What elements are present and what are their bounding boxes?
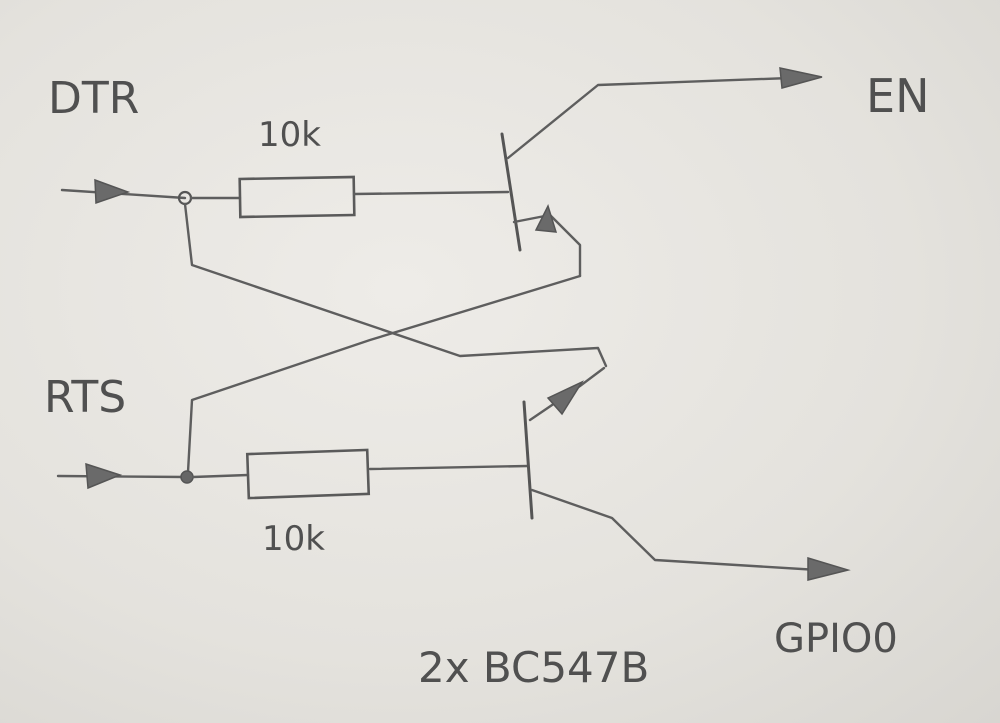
bottom-transistor-base-bar: [522, 400, 534, 520]
top-collector-wire: [506, 76, 792, 160]
dtr-input-arrow: [94, 178, 131, 205]
bottom-collector-wire: [530, 488, 820, 572]
en-output-arrow: [779, 67, 823, 89]
en-label: EN: [866, 69, 929, 123]
gpio0-output-arrow: [807, 556, 851, 581]
rts-cross-wire: [186, 274, 582, 474]
top-resistor-value-label: 10k: [258, 115, 321, 155]
gpio0-label: GPIO0: [774, 616, 898, 662]
rts-junction-node: [180, 470, 194, 484]
top-emitter-wire: [512, 213, 582, 278]
top-emitter-arrow: [534, 203, 558, 233]
bottom-resistor-10k: [245, 448, 371, 500]
rts-input-wire: [56, 474, 188, 479]
rts-to-resistor-wire: [191, 473, 250, 479]
top-base-wire: [352, 190, 510, 196]
bottom-resistor-value-label: 10k: [262, 519, 325, 559]
bottom-emitter-arrow: [546, 380, 584, 416]
dtr-cross-wire: [183, 202, 608, 368]
top-transistor-base-bar: [500, 132, 522, 252]
bottom-base-wire: [368, 464, 530, 471]
top-resistor-10k: [238, 175, 356, 219]
rts-input-arrow: [85, 462, 123, 490]
rts-label: RTS: [44, 372, 126, 423]
dtr-label: DTR: [48, 73, 139, 124]
parts-note-label: 2x BC547B: [418, 643, 649, 692]
